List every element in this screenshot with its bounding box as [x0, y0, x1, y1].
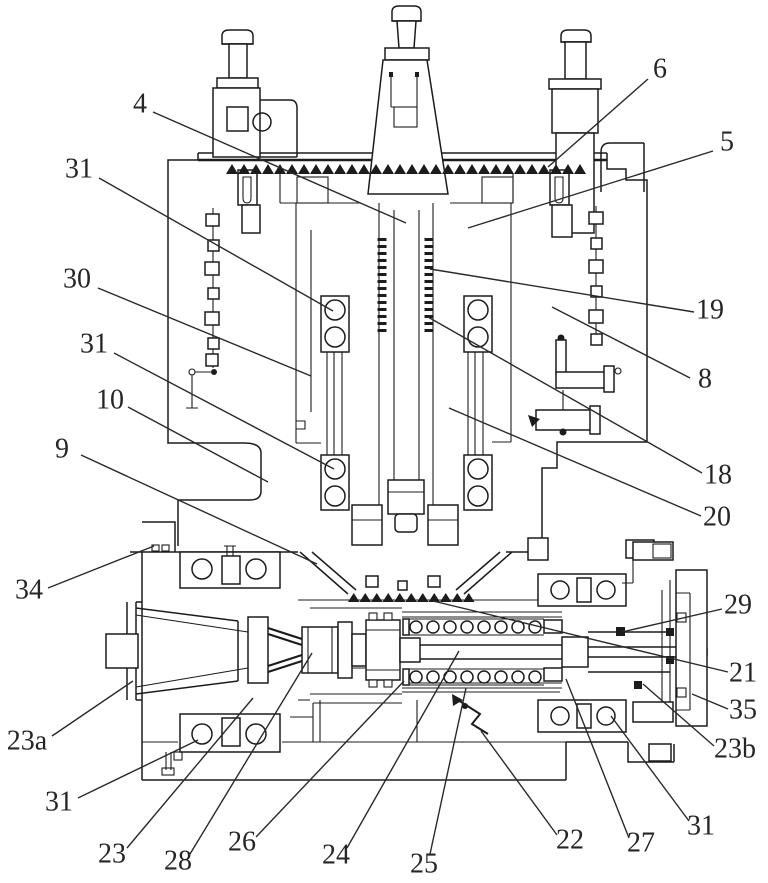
part-label-6-1: 6 [653, 53, 667, 84]
part-label-34-12: 34 [15, 574, 43, 605]
part-labels-layer: 4 6 5 31 30 31 10 9 19 8 18 20 34 29 21 35 23b 23a 31 23 28 2… [7, 53, 757, 879]
leader-line-8 [551, 306, 691, 379]
leader-line-31 [77, 739, 199, 799]
disc-spring-icon [477, 670, 491, 684]
leader-line-23a [51, 680, 134, 737]
leader-line-35 [691, 693, 729, 710]
part-label-4-0: 4 [133, 88, 147, 119]
disc-spring-icon [409, 670, 423, 684]
disc-spring-icon [528, 670, 542, 684]
leader-line-26 [255, 680, 405, 838]
part-label-10-6: 10 [96, 384, 124, 415]
part-label-20-11: 20 [703, 501, 731, 532]
disc-spring-icon [477, 620, 491, 634]
spring-washer-band [226, 164, 586, 174]
leader-line-4 [152, 111, 407, 224]
disc-spring-icon [494, 620, 508, 634]
leader-line-28 [189, 652, 313, 855]
disc-spring-icon [443, 620, 457, 634]
part-label-19-8: 19 [696, 294, 724, 325]
part-label-9-7: 9 [55, 433, 69, 464]
leader-line-31 [98, 177, 334, 312]
part-label-18-10: 18 [704, 459, 732, 490]
leader-line-21 [432, 600, 729, 673]
spindle-nose-cap [105, 601, 249, 701]
leader-line-20 [448, 407, 702, 517]
part-label-35-15: 35 [729, 694, 757, 725]
part-label-28-20: 28 [164, 845, 192, 876]
leader-line-23 [126, 697, 254, 849]
right-end-cap [616, 541, 708, 762]
leader-line-24 [346, 650, 460, 849]
disc-spring-icon [460, 620, 474, 634]
leader-line-29 [621, 608, 723, 633]
left-accessory-column [186, 208, 220, 409]
part-label-25-23: 25 [410, 848, 438, 879]
coolant-pipe-elbow [528, 334, 622, 436]
hanging-bolts [237, 169, 573, 238]
spindle-cartridge-bearings [320, 295, 493, 511]
part-label-22-24: 22 [556, 824, 584, 855]
drawbar-disc-springs [402, 611, 708, 689]
leader-line-19 [429, 268, 695, 313]
spindle-core-drawbar [351, 203, 459, 546]
part-label-27-25: 27 [627, 827, 655, 858]
part-label-21-14: 21 [729, 657, 757, 688]
part-label-29-13: 29 [724, 589, 752, 620]
disc-spring-icon [460, 670, 474, 684]
leader-line-6 [547, 78, 649, 168]
part-label-30-4: 30 [63, 263, 91, 294]
leader-line-18 [427, 316, 703, 474]
leader-line-9 [80, 454, 318, 565]
disc-spring-icon [409, 620, 423, 634]
part-label-23-19: 23 [98, 838, 126, 869]
leader-line-22 [480, 730, 558, 836]
leader-line-30 [97, 287, 312, 377]
chip-funnel [299, 551, 513, 595]
unclamp-lever [452, 694, 489, 735]
disc-spring-row-bottom [409, 670, 542, 684]
part-label-23a-17: 23a [7, 725, 48, 756]
leader-line-25 [429, 687, 467, 855]
disc-spring-icon [443, 670, 457, 684]
gear-teeth-band [348, 593, 475, 602]
leader-line-23b [642, 683, 715, 747]
leader-line-5 [467, 150, 714, 229]
part-label-8-9: 8 [698, 363, 712, 394]
disc-spring-icon [426, 670, 440, 684]
part-label-31-5: 31 [80, 328, 108, 359]
lower-bearings [161, 545, 627, 776]
leader-line-31 [113, 352, 335, 470]
part-label-5-2: 5 [720, 126, 734, 157]
part-label-26-21: 26 [228, 826, 256, 857]
leader-line-34 [47, 545, 155, 589]
part-label-31-3: 31 [65, 153, 93, 184]
disc-spring-icon [511, 670, 525, 684]
part-label-24-22: 24 [322, 839, 350, 870]
disc-spring-icon [426, 620, 440, 634]
disc-spring-icon [494, 670, 508, 684]
leader-line-31 [610, 715, 690, 822]
leader-line-27 [565, 678, 630, 839]
part-label-31-26: 31 [687, 810, 715, 841]
collet-clamp-unit [247, 612, 421, 688]
right-accessory-column [588, 206, 604, 346]
tool-holder-taper [367, 5, 449, 195]
part-label-31-18: 31 [45, 786, 73, 817]
left-knob-cylinder [212, 29, 298, 158]
disc-spring-row-top [409, 620, 542, 634]
leader-line-10 [127, 406, 269, 483]
part-label-23b-16: 23b [714, 733, 756, 764]
